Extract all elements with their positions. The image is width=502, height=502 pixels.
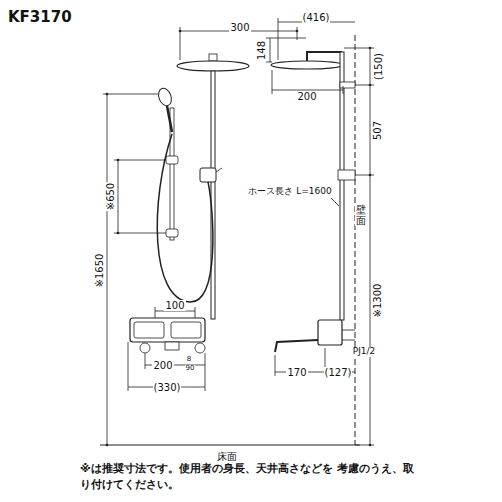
dimension: ※1300 <box>372 282 383 318</box>
dimension: 100 <box>164 300 185 311</box>
dimension: 200 <box>152 360 173 371</box>
floor-label: 床面 <box>216 451 238 462</box>
dimension: ※1650 <box>94 252 105 288</box>
dimension: (416) <box>302 12 331 23</box>
dimension: 300 <box>229 22 250 33</box>
dimension: (127) <box>324 367 353 378</box>
hose-note: ホース長さ L=1600 <box>247 187 332 197</box>
note: ※は推奨寸法です。使用者の身長、天井高さなどを 考慮のうえ、取り付けてください。 <box>79 461 421 493</box>
model-title: KF3170 <box>8 8 72 26</box>
dimension: 170 <box>286 367 307 378</box>
dimension: 507 <box>373 119 384 140</box>
pipe-thread: PJ1/2 <box>352 347 377 357</box>
tolerance: 8 <box>186 356 192 364</box>
tolerance: 90 <box>185 365 196 373</box>
dimension: ※650 <box>106 181 117 210</box>
dimension: (150) <box>372 52 383 81</box>
wall-label: 壁面 <box>355 204 367 226</box>
dimension: (330) <box>153 382 182 393</box>
dimension: 148 <box>257 39 268 60</box>
dimension: 200 <box>296 91 317 102</box>
